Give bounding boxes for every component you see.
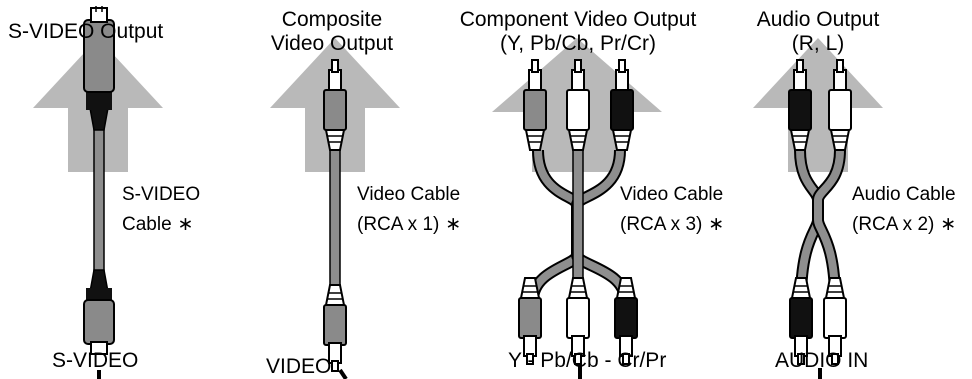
asterisk-mark: ∗ — [177, 214, 194, 235]
svideo-input-label: S-VIDEO — [52, 349, 139, 372]
component-cable-label: Video Cable (RCA x 3)∗ — [620, 180, 724, 240]
audio-cable-label-line2: (RCA x 2)∗ — [852, 214, 957, 235]
audio-input-label: AUDIO IN — [775, 349, 869, 372]
composite-title-line2: Video Output — [270, 32, 394, 55]
audio-title-line2: (R, L) — [791, 32, 845, 55]
svideo-cable — [83, 6, 115, 379]
component-output-title: Component Video Output (Y, Pb/Cb, Pr/Cr) — [420, 8, 736, 56]
component-cable-label-line1: Video Cable — [620, 184, 724, 205]
svideo-cable-label-line2: Cable∗ — [122, 214, 194, 235]
asterisk-mark: ∗ — [445, 214, 462, 235]
arrow-audio — [753, 38, 883, 172]
composite-cable-label-line2: (RCA x 1)∗ — [357, 214, 462, 235]
audio-title-line1: Audio Output — [756, 8, 880, 31]
component-input-label: Y - Pb/Cb - Cr/Pr — [508, 349, 667, 372]
composite-cable-label-line1: Video Cable — [357, 184, 461, 205]
svideo-cable-label: S-VIDEO Cable∗ — [122, 180, 200, 240]
svideo-cable-label-line1: S-VIDEO — [122, 184, 201, 205]
video-input-label: VIDEO — [266, 355, 332, 378]
asterisk-mark: ∗ — [940, 214, 957, 235]
component-title-line2: (Y, Pb/Cb, Pr/Cr) — [500, 32, 656, 55]
composite-cable — [323, 59, 348, 379]
audio-cable-label-line1: Audio Cable — [852, 184, 956, 205]
component-cable-label-line2: (RCA x 3)∗ — [620, 214, 725, 235]
composite-title-line1: Composite — [281, 8, 383, 31]
component-title-line1: Component Video Output — [459, 8, 697, 31]
svideo-output-title: S-VIDEO Output — [8, 20, 164, 43]
composite-output-title: Composite Video Output — [252, 8, 412, 56]
asterisk-mark: ∗ — [708, 214, 725, 235]
audio-cable — [788, 59, 852, 379]
composite-cable-label: Video Cable (RCA x 1)∗ — [357, 180, 461, 240]
audio-output-title: Audio Output (R, L) — [738, 8, 898, 56]
component-cable — [518, 59, 638, 379]
audio-cable-label: Audio Cable (RCA x 2)∗ — [852, 180, 956, 240]
